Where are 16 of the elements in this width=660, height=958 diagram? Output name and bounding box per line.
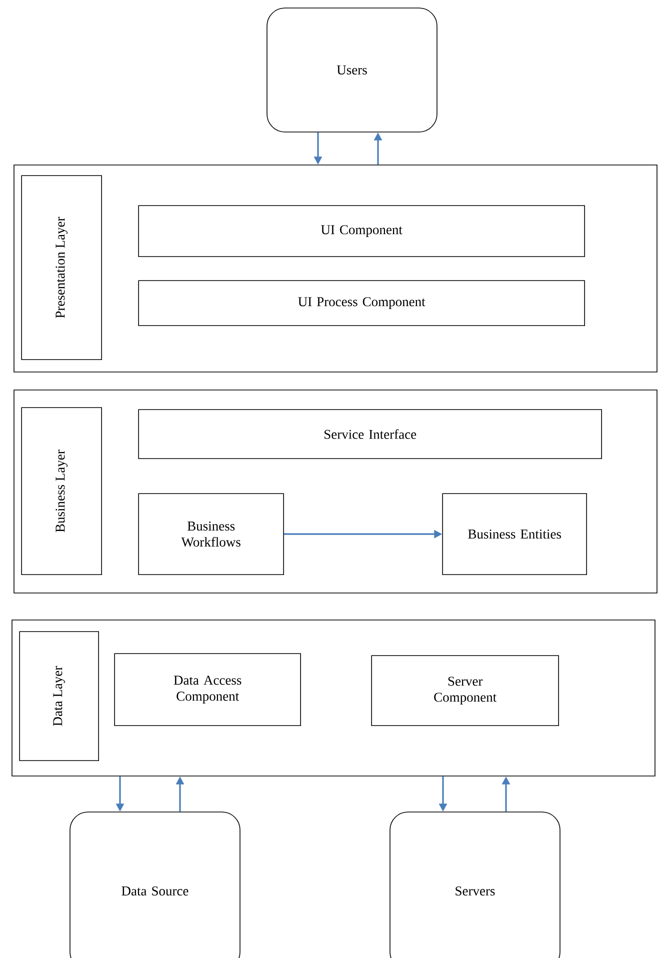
- component-box: Business Workflows: [138, 493, 284, 575]
- rounded-box: Data Source: [70, 812, 240, 958]
- component-box: UI Process Component: [138, 280, 585, 326]
- component-box: UI Component: [138, 205, 585, 257]
- component-box: Server Component: [371, 655, 559, 726]
- layer-label-box: Presentation Layer: [21, 175, 102, 360]
- component-box: Data Access Component: [114, 653, 301, 726]
- layer-label-box: Business Layer: [21, 407, 102, 575]
- layer-label-box: Data Layer: [19, 631, 99, 761]
- layer-panel: [14, 164, 658, 372]
- layer-panel: [12, 620, 656, 776]
- component-box: Service Interface: [138, 409, 602, 459]
- rounded-box: Servers: [390, 812, 560, 958]
- rounded-box: Users: [266, 8, 438, 132]
- component-box: Business Entities: [442, 493, 587, 575]
- layer-panel: [14, 390, 658, 594]
